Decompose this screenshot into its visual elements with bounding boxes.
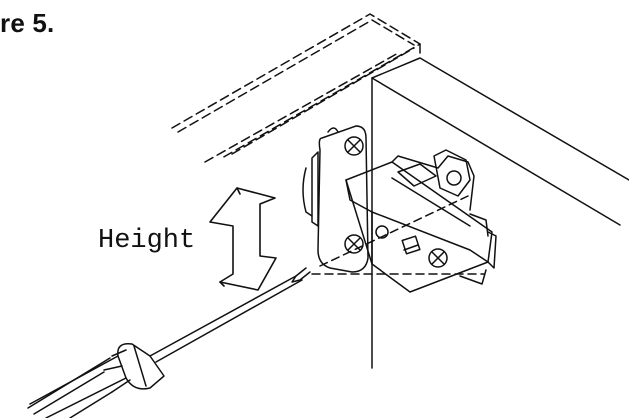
cabinet-side-panel <box>371 57 629 369</box>
figure-title: re 5. <box>0 8 55 38</box>
screwdriver-icon <box>27 267 311 418</box>
hinge-slot <box>401 235 421 255</box>
adjustment-screw-icon <box>428 248 448 268</box>
alignment-lines <box>311 195 485 275</box>
height-label: Height <box>98 226 196 256</box>
bottom-screw-icon <box>344 234 364 254</box>
double-arrow-icon <box>209 187 277 291</box>
hinge-icon <box>345 149 497 293</box>
top-screw-icon <box>344 136 364 156</box>
hinge-mounting-plate <box>302 125 369 273</box>
door-outline <box>171 13 421 163</box>
